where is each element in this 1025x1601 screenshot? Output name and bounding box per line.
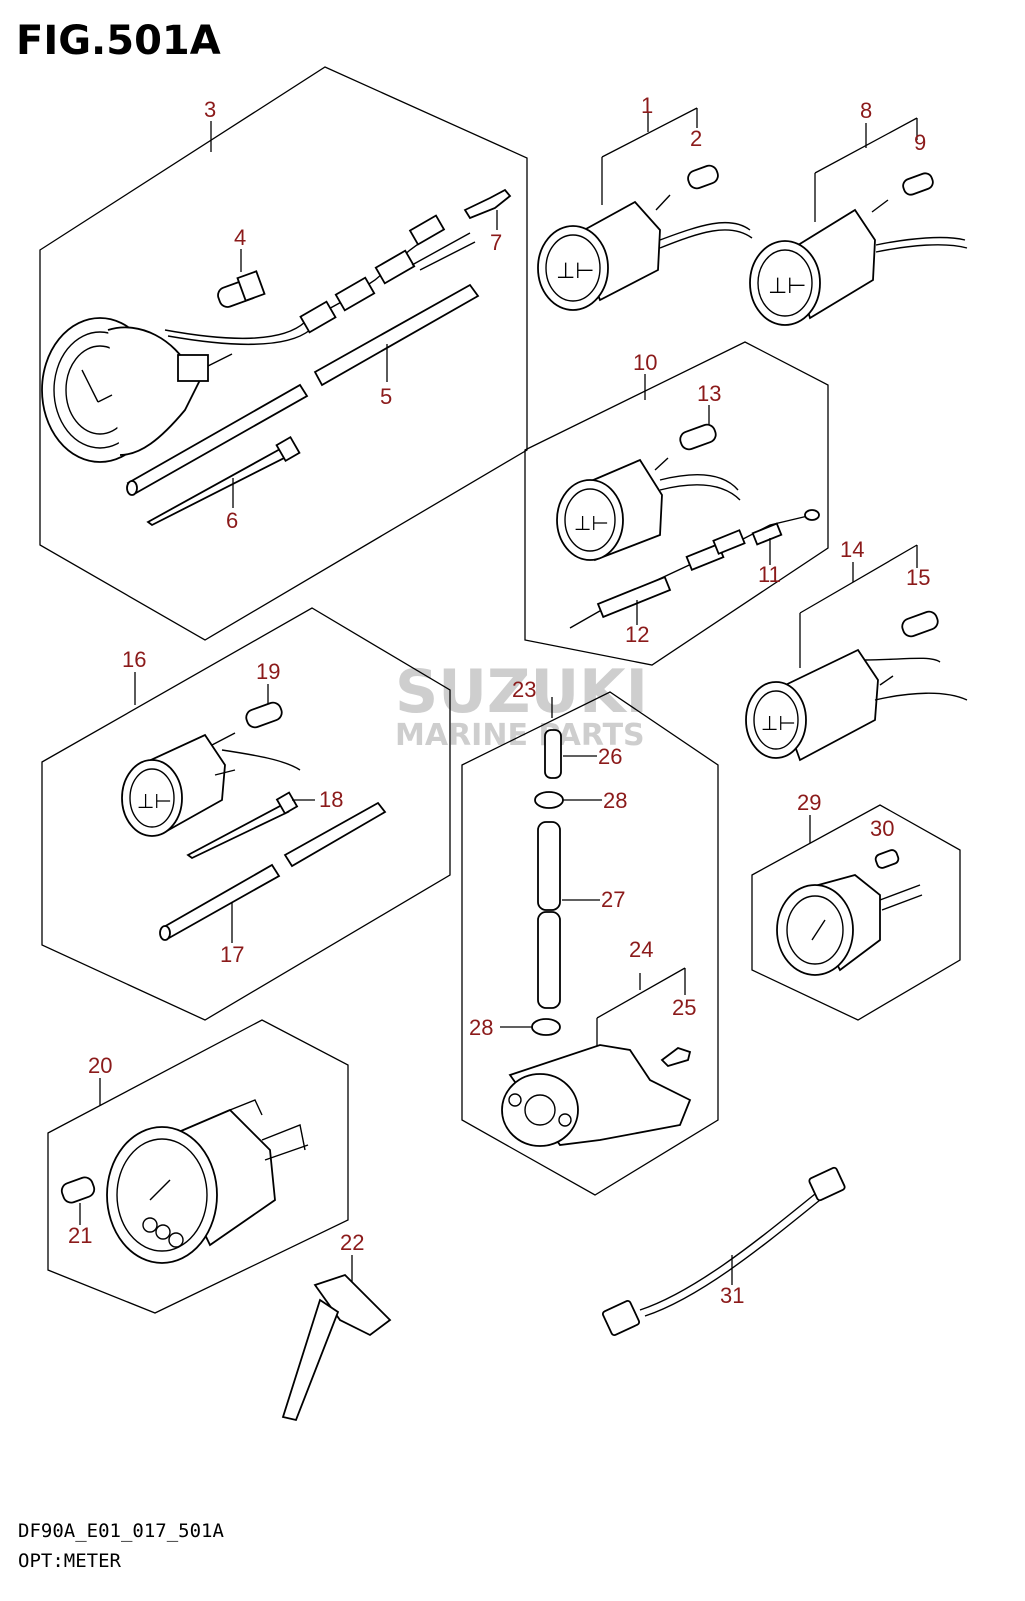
svg-text:⊥⊢: ⊥⊢ — [761, 711, 796, 735]
gauge-29[interactable] — [776, 874, 923, 976]
gauge-10[interactable]: ⊥⊢ — [556, 457, 741, 562]
group-box-3 — [39, 66, 528, 641]
svg-text:⊥⊢: ⊥⊢ — [137, 789, 172, 813]
bulb-9[interactable] — [901, 171, 935, 196]
gauge-14[interactable]: ⊥⊢ — [745, 648, 968, 762]
group-box-16 — [41, 607, 451, 1021]
suzuki-watermark: SUZUKI MARINE PARTS — [395, 657, 648, 753]
harness-31[interactable] — [601, 1166, 846, 1337]
callout-23: 23 — [512, 677, 536, 702]
callout-16: 16 — [122, 647, 146, 672]
callout-11: 11 — [758, 562, 781, 587]
bulb-21[interactable] — [60, 1175, 97, 1205]
screw-25[interactable] — [660, 1046, 692, 1068]
tube-17[interactable] — [159, 801, 387, 941]
callout-22: 22 — [340, 1230, 364, 1255]
callout-14: 14 — [840, 537, 864, 562]
callout-29: 29 — [797, 790, 821, 815]
callout-5: 5 — [380, 384, 392, 409]
callout-7: 7 — [490, 230, 502, 255]
callout-27: 27 — [601, 887, 625, 912]
figure-title: FIG.501A — [16, 18, 221, 64]
group-box-23 — [461, 691, 719, 1196]
callout-21: 21 — [68, 1223, 92, 1248]
tube-5[interactable] — [126, 283, 480, 496]
callout-2: 2 — [690, 126, 702, 151]
gauge-16[interactable]: ⊥⊢ — [121, 732, 301, 837]
bulb-13[interactable] — [678, 422, 718, 451]
fitting-26[interactable] — [544, 729, 562, 779]
svg-text:⊥⊢: ⊥⊢ — [556, 259, 594, 284]
svg-text:⊥⊢: ⊥⊢ — [574, 511, 609, 535]
gauge-20[interactable] — [106, 1099, 309, 1264]
callout-9: 9 — [914, 130, 926, 155]
callout-13: 13 — [697, 381, 721, 406]
clamp-28-top[interactable] — [534, 791, 564, 809]
callout-18: 18 — [319, 787, 343, 812]
watermark-brand: SUZUKI — [395, 657, 648, 727]
watermark-sub: MARINE PARTS — [395, 718, 645, 753]
callout-1: 1 — [641, 93, 653, 118]
callout-28b: 28 — [469, 1015, 493, 1040]
bulb-2[interactable] — [686, 163, 720, 190]
bulb-30[interactable] — [874, 849, 900, 870]
callout-30: 30 — [870, 816, 894, 841]
callout-28a: 28 — [603, 788, 627, 813]
group-box-10 — [524, 341, 829, 666]
gauge-8[interactable]: ⊥⊢ — [749, 199, 968, 326]
figure-name: OPT:METER — [18, 1550, 121, 1572]
callout-6: 6 — [226, 508, 238, 533]
bulb-19[interactable] — [244, 700, 284, 729]
callout-25: 25 — [672, 995, 696, 1020]
pickup-24[interactable] — [501, 1044, 692, 1147]
group-box-29 — [751, 804, 961, 1021]
callout-4: 4 — [234, 225, 246, 250]
gauge-1[interactable]: ⊥⊢ — [537, 194, 753, 311]
callout-20: 20 — [88, 1053, 112, 1078]
callout-19: 19 — [256, 659, 280, 684]
callout-17: 17 — [220, 942, 244, 967]
svg-text:⊥⊢: ⊥⊢ — [768, 274, 806, 299]
callout-24: 24 — [629, 937, 653, 962]
callout-26: 26 — [598, 744, 622, 769]
cable-tie-6[interactable] — [146, 435, 301, 527]
callout-labels: 1 2 3 4 5 6 7 8 9 10 11 12 13 14 15 16 1… — [68, 93, 930, 1308]
callout-31: 31 — [720, 1283, 744, 1308]
callout-8: 8 — [860, 98, 872, 123]
callout-10: 10 — [633, 350, 657, 375]
bulb-socket-4[interactable] — [216, 270, 266, 309]
callout-12: 12 — [625, 622, 649, 647]
bolt-7[interactable] — [463, 188, 512, 220]
callout-3: 3 — [204, 97, 216, 122]
cable-tie-18[interactable] — [186, 791, 299, 860]
group-box-20 — [47, 1019, 349, 1314]
tachometer-gauge[interactable] — [41, 317, 233, 463]
callout-15: 15 — [906, 565, 930, 590]
bulb-15[interactable] — [900, 609, 940, 638]
tube-27[interactable] — [537, 821, 561, 1009]
figure-code: DF90A_E01_017_501A — [18, 1520, 224, 1542]
clamp-28-bottom[interactable] — [531, 1018, 561, 1036]
sender-22[interactable] — [281, 1273, 392, 1422]
